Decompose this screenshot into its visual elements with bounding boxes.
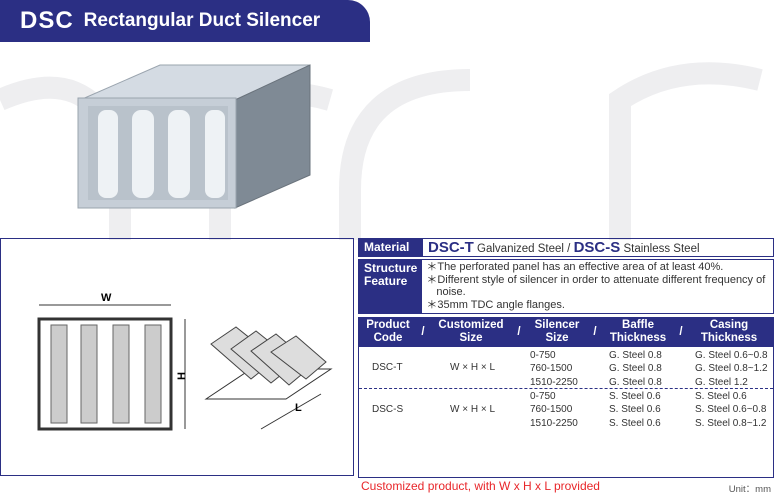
dsc-t-material: Galvanized Steel / xyxy=(477,243,571,255)
material-label: Material xyxy=(359,239,423,256)
dimension-diagram: W H L xyxy=(37,292,333,431)
customized-size: W × H × L xyxy=(450,362,496,373)
silencer-photo xyxy=(77,64,311,209)
width-label: W xyxy=(101,292,112,304)
product-code: DSC-S xyxy=(372,404,404,415)
length-label: L xyxy=(295,402,302,414)
material-row: Material DSC-T Galvanized Steel / DSC-S … xyxy=(358,238,774,257)
title-banner: DSC Rectangular Duct Silencer xyxy=(0,0,370,42)
feature-item: ＊Different style of silencer in order to… xyxy=(426,273,766,299)
feature-label-2: Feature xyxy=(364,274,408,288)
customization-note: Customized product, with W x H x L provi… xyxy=(361,479,600,493)
material-value: DSC-T Galvanized Steel / DSC-S Stainless… xyxy=(423,239,700,256)
dsc-t-code: DSC-T xyxy=(428,239,474,256)
dsc-s-material: Stainless Steel xyxy=(623,243,700,255)
product-title: Rectangular Duct Silencer xyxy=(83,10,321,31)
product-code-title: DSC xyxy=(20,7,74,34)
dsc-s-code: DSC-S xyxy=(573,239,621,256)
spec-table: Material DSC-T Galvanized Steel / DSC-S … xyxy=(358,238,774,478)
feature-label-1: Structure xyxy=(364,261,418,275)
feature-item: ＊The perforated panel has an effective a… xyxy=(426,261,724,273)
diagram-panel: W H L xyxy=(0,238,354,476)
feature-list: ＊The perforated panel has an effective a… xyxy=(422,260,773,313)
feature-item: ＊35mm TDC angle flanges. xyxy=(426,298,565,311)
product-code: DSC-T xyxy=(372,362,403,373)
customized-size: W × H × L xyxy=(450,404,496,415)
height-label: H xyxy=(176,372,188,380)
unit-label: Unit：mm xyxy=(728,484,771,495)
